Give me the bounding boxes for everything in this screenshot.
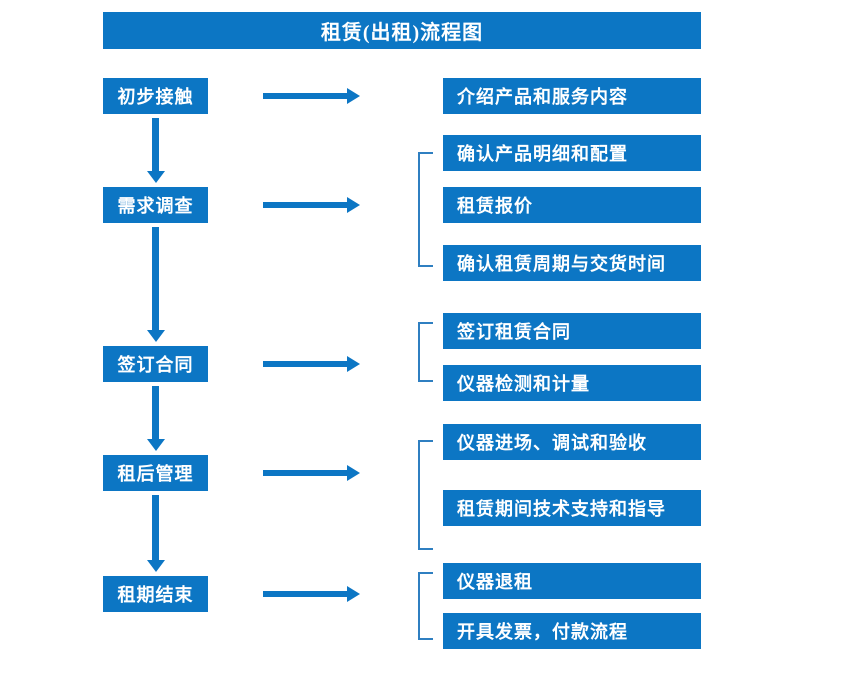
stage-box-4[interactable]: 租后管理: [103, 455, 208, 491]
stage-box-5[interactable]: 租期结束: [103, 576, 208, 612]
detail-box-6[interactable]: 仪器检测和计量: [443, 365, 701, 401]
detail-box-1[interactable]: 介绍产品和服务内容: [443, 78, 701, 114]
detail-box-5[interactable]: 签订租赁合同: [443, 313, 701, 349]
down-arrow-stage3-to-stage4: [152, 386, 159, 440]
stage-box-3[interactable]: 签订合同: [103, 346, 208, 382]
down-arrow-stage1-to-stage2: [152, 118, 159, 172]
detail-box-3[interactable]: 租赁报价: [443, 187, 701, 223]
group-bracket-stage4: [418, 440, 433, 550]
detail-box-2[interactable]: 确认产品明细和配置: [443, 135, 701, 171]
down-arrow-stage4-to-stage5: [152, 495, 159, 561]
detail-box-4[interactable]: 确认租赁周期与交货时间: [443, 245, 701, 281]
detail-box-9[interactable]: 仪器退租: [443, 563, 701, 599]
group-bracket-stage2: [418, 152, 433, 267]
right-arrow-stage4: [263, 470, 348, 476]
down-arrow-stage2-to-stage3: [152, 227, 159, 331]
right-arrow-stage2: [263, 202, 348, 208]
detail-box-8[interactable]: 租赁期间技术支持和指导: [443, 490, 701, 526]
right-arrow-stage5: [263, 591, 348, 597]
chart-title: 租赁(出租)流程图: [103, 12, 701, 49]
right-arrow-stage3: [263, 361, 348, 367]
right-arrow-stage1: [263, 93, 348, 99]
stage-box-2[interactable]: 需求调查: [103, 187, 208, 223]
group-bracket-stage3: [418, 322, 433, 382]
group-bracket-stage5: [418, 572, 433, 640]
detail-box-10[interactable]: 开具发票，付款流程: [443, 613, 701, 649]
detail-box-7[interactable]: 仪器进场、调试和验收: [443, 424, 701, 460]
stage-box-1[interactable]: 初步接触: [103, 78, 208, 114]
